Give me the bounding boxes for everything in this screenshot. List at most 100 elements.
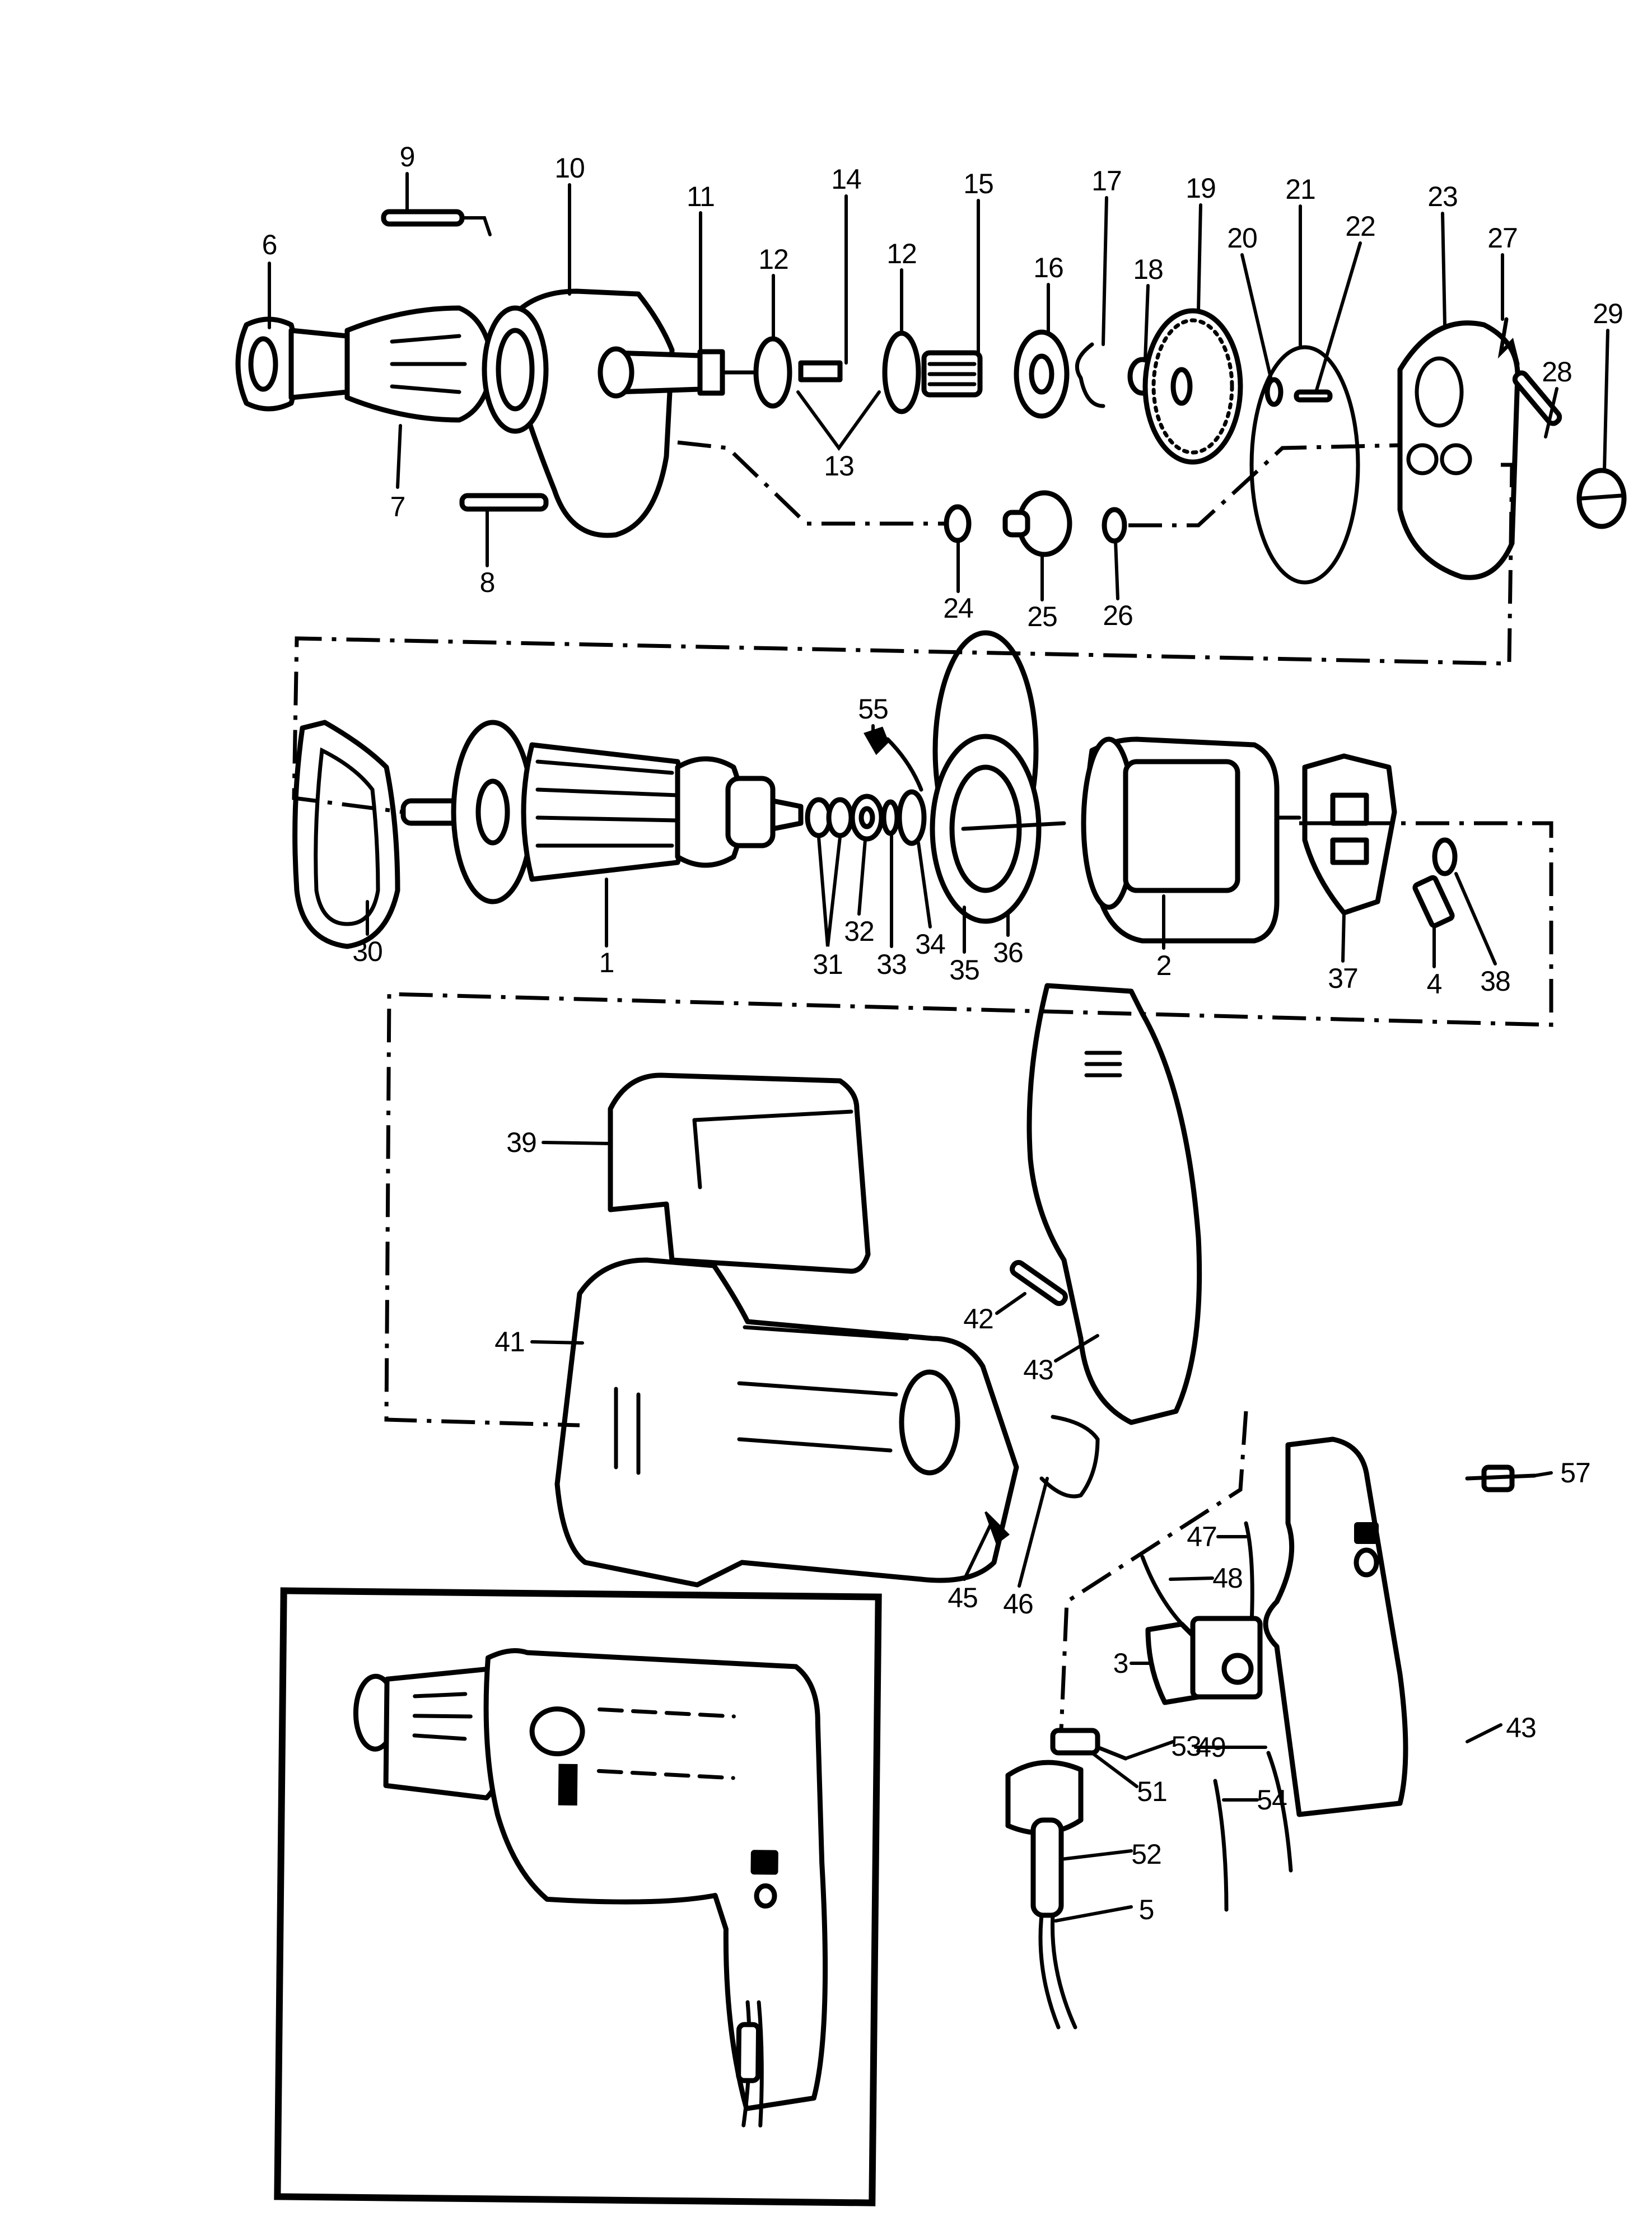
part-15-clutch [921, 350, 983, 398]
leader-lines-bottom [530, 1141, 1553, 1923]
assembly-lines [292, 440, 1553, 1731]
part-33-washer [881, 799, 900, 836]
part-47-wire [1244, 1521, 1254, 1626]
callout-41: 41 [494, 1326, 525, 1357]
callout-52: 52 [1131, 1839, 1162, 1870]
callout-14: 14 [831, 164, 862, 195]
part-43-housing-half-left [1263, 1436, 1408, 1817]
callout-30: 30 [352, 936, 383, 967]
callout-12a: 12 [758, 244, 789, 275]
part-37-brush-holder [1302, 753, 1397, 916]
part-9-screw [381, 209, 492, 236]
callout-11: 11 [687, 181, 715, 212]
part-35-36-fan-baffle [930, 630, 1066, 924]
callout-47: 47 [1187, 1521, 1217, 1552]
callout-27: 27 [1487, 222, 1518, 254]
part-49-wire [1266, 1751, 1293, 1873]
part-30-baffle [292, 720, 400, 949]
callout-34: 34 [915, 929, 946, 960]
part-14-spring [798, 360, 843, 382]
callout-1: 1 [599, 947, 615, 978]
callout-4: 4 [1426, 968, 1443, 1000]
leader-lines-middle [366, 724, 1497, 968]
part-4-brush [1412, 875, 1455, 929]
callout-31: 31 [813, 949, 843, 980]
part-8-screw [459, 493, 549, 512]
callout-8: 8 [479, 567, 496, 598]
callout-45: 45 [948, 1582, 978, 1613]
callout-16: 16 [1033, 252, 1064, 283]
callout-20: 20 [1227, 222, 1258, 254]
callout-6: 6 [262, 229, 278, 260]
callout-10: 10 [554, 152, 585, 184]
part-22-pin [1294, 389, 1333, 403]
part-26-washer [1102, 507, 1127, 544]
part-55-terminal [864, 726, 923, 792]
part-2-field [1081, 736, 1301, 944]
callout-21: 21 [1285, 174, 1316, 205]
assembled-tool-drawing [353, 1648, 828, 2128]
callout-15: 15 [963, 168, 994, 199]
part-54-wire [1213, 1779, 1229, 1912]
part-25-intermediate-gear [1002, 490, 1072, 557]
part-51-cord-clamp [1050, 1728, 1100, 1756]
callout-17: 17 [1091, 165, 1122, 197]
part-12-bearing-rear [882, 330, 921, 414]
callout-22: 22 [1345, 211, 1376, 242]
callout-35: 35 [949, 954, 980, 986]
callout-37: 37 [1328, 963, 1359, 994]
part-46-clamp [1039, 1415, 1100, 1499]
callout-57: 57 [1560, 1457, 1591, 1489]
callout-29: 29 [1593, 298, 1623, 329]
callout-51: 51 [1137, 1776, 1168, 1807]
callout-54: 54 [1257, 1784, 1287, 1816]
part-57-strain-relief-clip [1465, 1464, 1537, 1492]
part-42-screw [1010, 1259, 1068, 1307]
part-38-spring [1432, 837, 1458, 876]
assembled-tool-inset [274, 1587, 882, 2206]
part-23-gear-housing-cover [1397, 320, 1520, 580]
leader-lines-top [268, 172, 1609, 601]
callout-43a: 43 [1023, 1354, 1054, 1385]
callout-5: 5 [1138, 1894, 1155, 1925]
part-31-washers [805, 797, 854, 838]
callout-46: 46 [1003, 1588, 1034, 1620]
part-1-armature [400, 720, 804, 904]
callout-12b: 12 [886, 238, 917, 269]
callout-55: 55 [858, 693, 889, 725]
part-45-screw [984, 1511, 1010, 1545]
callout-32: 32 [844, 916, 875, 947]
part-52-cord-protector [1005, 1760, 1084, 1918]
part-21-o-ring [1249, 345, 1360, 585]
callout-3: 3 [1113, 1648, 1129, 1679]
callout-24: 24 [943, 593, 974, 624]
callout-26: 26 [1103, 600, 1133, 631]
part-3-switch [1145, 1616, 1263, 1705]
callout-39: 39 [506, 1127, 537, 1158]
callout-49: 49 [1196, 1732, 1226, 1763]
callout-18: 18 [1133, 254, 1164, 285]
callout-23: 23 [1427, 181, 1458, 212]
callout-43b: 43 [1506, 1712, 1537, 1743]
callout-53: 53 [1171, 1730, 1202, 1762]
callout-38: 38 [1480, 965, 1511, 997]
part-5-cord [1038, 1913, 1077, 2030]
part-43-housing-half-right [1026, 983, 1202, 1425]
callout-48: 48 [1212, 1562, 1243, 1594]
callout-36: 36 [993, 937, 1024, 968]
part-6-nose-tip [235, 316, 350, 412]
callout-9: 9 [399, 141, 416, 172]
callout-19: 19 [1186, 172, 1216, 204]
part-17-retaining-ring [1075, 342, 1105, 408]
callout-2: 2 [1156, 950, 1172, 981]
callout-42: 42 [963, 1303, 994, 1335]
part-29-knob [1576, 468, 1627, 529]
callout-13: 13 [824, 450, 855, 482]
callout-25: 25 [1027, 601, 1058, 632]
callout-7: 7 [390, 491, 406, 522]
part-16-bearing [1014, 329, 1070, 419]
part-20-ball [1264, 377, 1284, 407]
part-53-screw [1095, 1745, 1128, 1761]
callout-33: 33 [876, 949, 907, 980]
part-11-spindle [598, 346, 758, 399]
